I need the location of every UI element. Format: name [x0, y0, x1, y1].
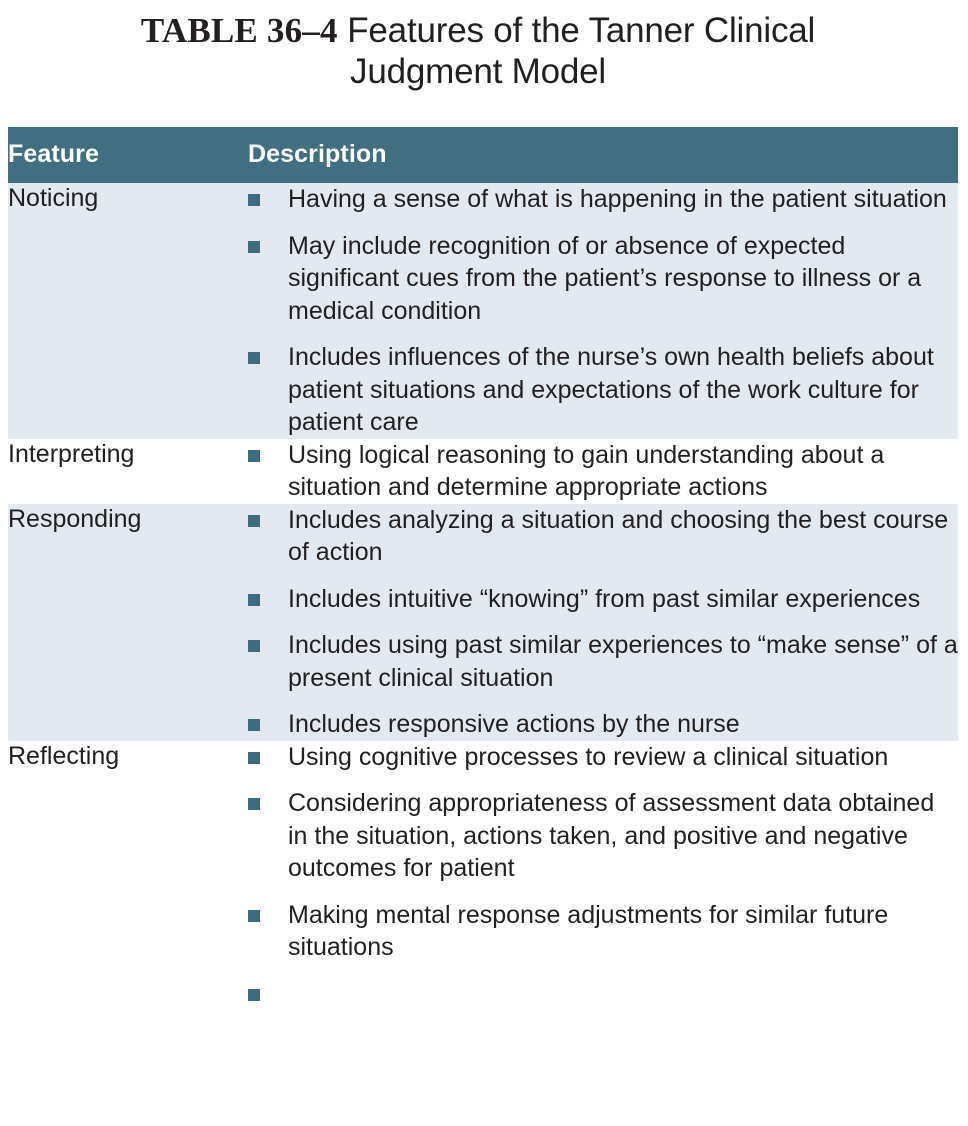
bullet-square-icon	[248, 751, 260, 764]
table-number-label: TABLE 36–4	[140, 11, 338, 50]
list-item-text: Using logical reasoning to gain understa…	[288, 440, 885, 502]
description-cell-reflecting: Using cognitive processes to review a cl…	[248, 740, 958, 1001]
features-table: Feature Description Noticing Having a se…	[8, 127, 958, 1001]
list-item: May include recognition of or absence of…	[248, 230, 958, 328]
bullet-list: Using cognitive processes to review a cl…	[248, 741, 958, 1001]
list-item-text: Includes influences of the nurse’s own h…	[288, 343, 934, 436]
table-row: Responding Includes analyzing a situatio…	[8, 503, 958, 741]
table-row: Interpreting Using logical reasoning to …	[8, 438, 958, 504]
description-cell-noticing: Having a sense of what is happening in t…	[248, 183, 958, 439]
list-item: Includes intuitive “knowing” from past s…	[248, 583, 958, 616]
table-row: Noticing Having a sense of what is happe…	[8, 183, 958, 439]
features-table-wrapper: Feature Description Noticing Having a se…	[8, 127, 958, 1001]
feature-name-responding: Responding	[8, 503, 248, 741]
table-title: TABLE 36–4 Features of the Tanner Clinic…	[0, 0, 968, 93]
feature-name-interpreting: Interpreting	[8, 438, 248, 504]
list-item-text: Includes analyzing a situation and choos…	[288, 505, 949, 567]
bullet-square-icon	[248, 514, 260, 527]
list-item: Includes responsive actions by the nurse	[248, 708, 958, 741]
feature-name-noticing: Noticing	[8, 183, 248, 439]
list-item-text: Includes using past similar experiences …	[288, 631, 958, 692]
list-item-text: Using cognitive processes to review a cl…	[288, 742, 889, 771]
list-item-text: Includes responsive actions by the nurse	[288, 710, 740, 738]
table-row: Reflecting Using cognitive processes to …	[8, 740, 958, 1001]
list-item-text: Considering appropriateness of assessmen…	[288, 789, 935, 882]
column-header-description: Description	[248, 127, 958, 183]
list-item: Using cognitive processes to review a cl…	[248, 741, 958, 774]
bullet-square-icon	[248, 352, 260, 364]
bullet-square-icon	[248, 593, 260, 606]
bullet-list: Includes analyzing a situation and choos…	[248, 504, 958, 741]
bullet-square-icon	[248, 798, 260, 810]
feature-name-reflecting: Reflecting	[8, 740, 248, 978]
list-item: Includes using past similar experiences …	[248, 629, 958, 694]
bullet-square-icon	[248, 194, 260, 206]
list-item: Considering appropriateness of assessmen…	[248, 787, 958, 885]
column-header-feature: Feature	[8, 127, 248, 183]
list-item: Having a sense of what is happening in t…	[248, 183, 958, 216]
list-item-text: Making mental response adjustments for s…	[288, 900, 889, 962]
bullet-square-icon	[248, 449, 260, 462]
bullet-square-icon	[248, 719, 260, 731]
list-item: Includes analyzing a situation and choos…	[248, 504, 958, 569]
bullet-list: Using logical reasoning to gain understa…	[248, 439, 958, 504]
table-title-line-2: Judgment Model	[350, 52, 606, 92]
list-item: Using logical reasoning to gain understa…	[248, 439, 958, 504]
table-header-row: Feature Description	[8, 127, 958, 183]
bullet-square-icon	[248, 640, 260, 652]
list-item-text: Having a sense of what is happening in t…	[288, 185, 947, 213]
list-item-text: Includes intuitive “knowing” from past s…	[288, 584, 921, 613]
list-item: Includes influences of the nurse’s own h…	[248, 341, 958, 439]
bullet-square-icon	[248, 909, 260, 922]
list-item-text: May include recognition of or absence of…	[288, 231, 922, 325]
list-item: Making mental response adjustments for s…	[248, 899, 958, 964]
description-cell-interpreting: Using logical reasoning to gain understa…	[248, 438, 958, 504]
description-cell-responding: Includes analyzing a situation and choos…	[248, 503, 958, 741]
table-header: Feature Description	[8, 127, 958, 183]
bullet-square-icon	[248, 240, 260, 253]
bullet-list: Having a sense of what is happening in t…	[248, 183, 958, 439]
bullet-square-icon	[248, 988, 260, 1001]
table-body: Noticing Having a sense of what is happe…	[8, 183, 958, 1001]
table-title-line-1: TABLE 36–4 Features of the Tanner Clinic…	[8, 10, 948, 51]
table-title-text: Features of the Tanner Clinical	[347, 11, 816, 50]
